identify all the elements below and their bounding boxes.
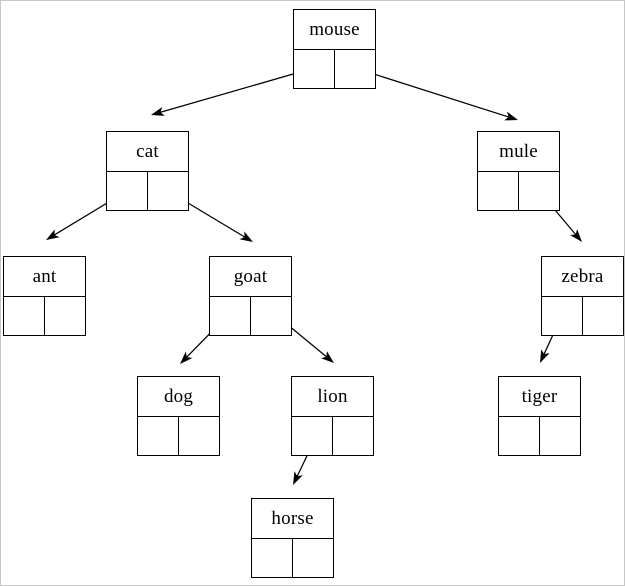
tree-node-pointer-row — [210, 297, 291, 335]
tree-edge-mouse-cat — [151, 67, 315, 116]
tree-node-tiger[interactable]: tiger — [498, 376, 581, 456]
tree-node-label: lion — [292, 377, 373, 417]
tree-node-pointer-row — [542, 297, 623, 335]
left-pointer-cell[interactable] — [210, 297, 251, 335]
tree-node-label: tiger — [499, 377, 580, 417]
tree-node-mule[interactable]: mule — [477, 131, 560, 211]
tree-node-label: dog — [138, 377, 219, 417]
left-pointer-cell[interactable] — [4, 297, 45, 335]
left-pointer-cell[interactable] — [107, 172, 148, 210]
right-pointer-cell[interactable] — [582, 297, 623, 335]
tree-node-mouse[interactable]: mouse — [293, 9, 376, 89]
left-pointer-cell[interactable] — [138, 417, 179, 455]
tree-node-pointer-row — [107, 172, 188, 210]
tree-node-pointer-row — [252, 539, 333, 577]
tree-node-label: ant — [4, 257, 85, 297]
left-pointer-cell[interactable] — [252, 539, 293, 577]
tree-node-label: horse — [252, 499, 333, 539]
tree-node-pointer-row — [294, 50, 375, 88]
tree-node-label: mule — [478, 132, 559, 172]
right-pointer-cell[interactable] — [518, 172, 559, 210]
tree-node-lion[interactable]: lion — [291, 376, 374, 456]
tree-node-pointer-row — [499, 417, 580, 455]
left-pointer-cell[interactable] — [542, 297, 583, 335]
tree-node-pointer-row — [478, 172, 559, 210]
tree-node-pointer-row — [4, 297, 85, 335]
right-pointer-cell[interactable] — [292, 539, 333, 577]
tree-node-cat[interactable]: cat — [106, 131, 189, 211]
tree-node-label: zebra — [542, 257, 623, 297]
tree-node-label: mouse — [294, 10, 375, 50]
right-pointer-cell[interactable] — [178, 417, 219, 455]
left-pointer-cell[interactable] — [499, 417, 540, 455]
left-pointer-cell[interactable] — [292, 417, 333, 455]
tree-edge-mouse-mule — [354, 67, 518, 121]
left-pointer-cell[interactable] — [294, 50, 335, 88]
tree-node-ant[interactable]: ant — [3, 256, 86, 336]
right-pointer-cell[interactable] — [334, 50, 375, 88]
right-pointer-cell[interactable] — [539, 417, 580, 455]
tree-node-pointer-row — [138, 417, 219, 455]
right-pointer-cell[interactable] — [332, 417, 373, 455]
right-pointer-cell[interactable] — [250, 297, 291, 335]
tree-node-label: cat — [107, 132, 188, 172]
tree-node-pointer-row — [292, 417, 373, 455]
tree-node-label: goat — [210, 257, 291, 297]
right-pointer-cell[interactable] — [147, 172, 188, 210]
tree-node-horse[interactable]: horse — [251, 498, 334, 578]
tree-node-dog[interactable]: dog — [137, 376, 220, 456]
left-pointer-cell[interactable] — [478, 172, 519, 210]
tree-node-zebra[interactable]: zebra — [541, 256, 624, 336]
tree-node-goat[interactable]: goat — [209, 256, 292, 336]
right-pointer-cell[interactable] — [44, 297, 85, 335]
